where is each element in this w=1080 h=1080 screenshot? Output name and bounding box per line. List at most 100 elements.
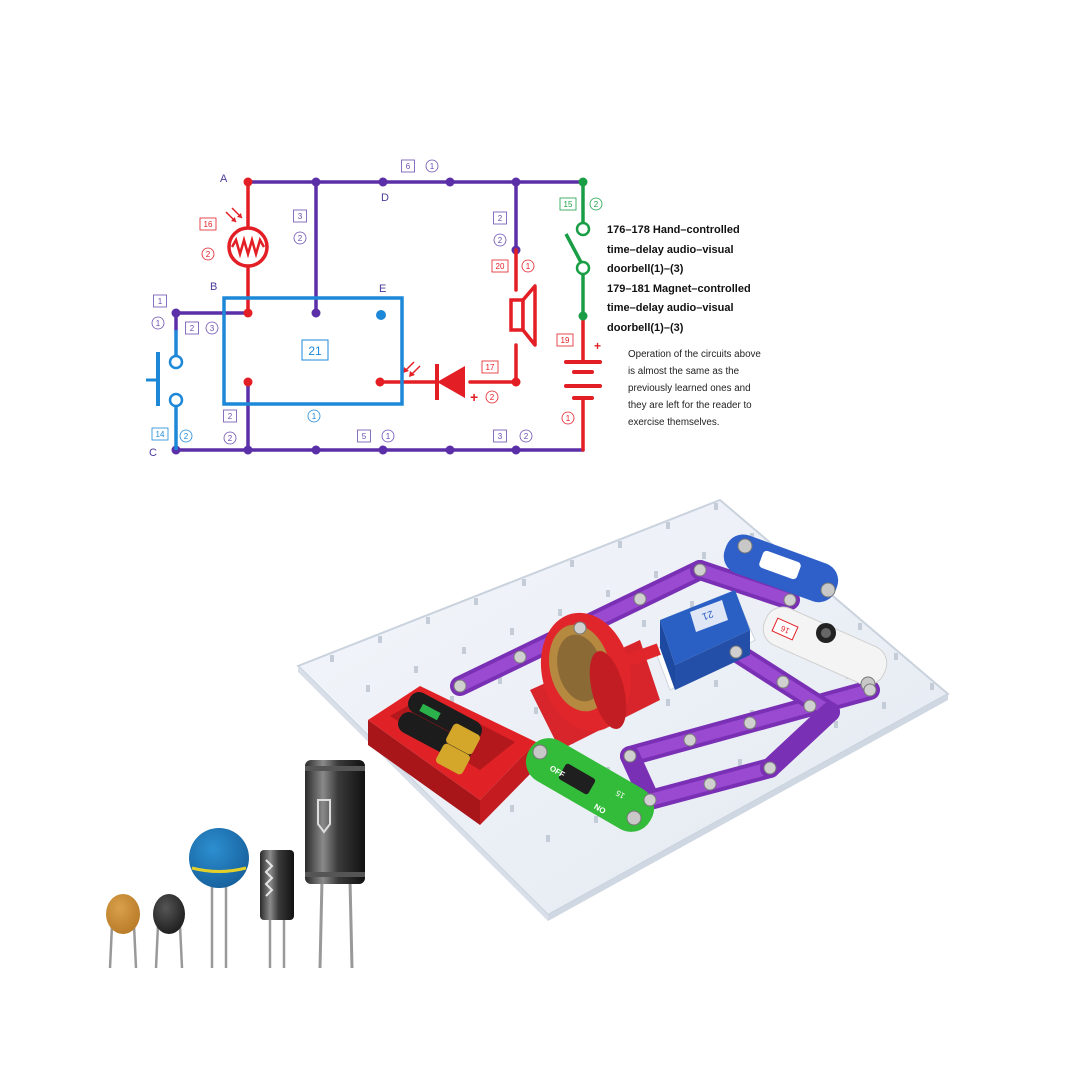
part-tag-text: 2: [228, 434, 233, 443]
part-tag: 15: [559, 197, 577, 211]
part-tag-text: 15: [564, 200, 573, 209]
sensor-module: [762, 606, 888, 692]
switch-icon: [564, 177, 591, 321]
heading-line: doorbell(1)–(3): [607, 263, 684, 275]
base-peg: [750, 533, 754, 540]
capacitor-icon: [106, 894, 140, 969]
part-tag: 6: [401, 159, 415, 173]
part-tag-text: 2: [184, 432, 189, 441]
capacitor-icon: [189, 828, 249, 968]
blue-switch-module: [723, 534, 839, 603]
slide-switch-module: [525, 738, 655, 832]
node-label-a: A: [220, 173, 228, 185]
capacitor-icon: [260, 850, 294, 968]
circuit-heading: 176–178 Hand–controlled time–delay audio…: [607, 221, 797, 338]
node-label-b: B: [210, 281, 217, 293]
base-peg: [714, 503, 718, 510]
part-tag-text: 17: [486, 363, 495, 372]
chip-module-number: 21: [700, 608, 715, 622]
note-line: is almost the same as the: [628, 366, 740, 377]
base-peg: [426, 617, 430, 624]
part-tag-text: 2: [206, 250, 211, 259]
part-tag: 1: [381, 429, 395, 443]
part-tag: 1: [307, 409, 321, 423]
battery-icon: [564, 360, 602, 400]
base-peg: [690, 601, 694, 608]
snap-head: [776, 675, 790, 689]
base-peg: [546, 835, 550, 842]
part-tag: 5: [357, 429, 371, 443]
part-tag-text: 5: [362, 432, 367, 441]
base-peg: [654, 571, 658, 578]
part-tag-text: 1: [156, 319, 161, 328]
part-tag: 3: [493, 429, 507, 443]
part-tag: 3: [293, 209, 307, 223]
base-peg: [510, 628, 514, 635]
photoresistor-icon: [225, 207, 269, 268]
base-peg: [570, 560, 574, 567]
part-tag: 2: [293, 231, 307, 245]
part-tag: 1: [425, 159, 439, 173]
node-label-c: C: [149, 447, 157, 459]
part-tag-text: 2: [490, 393, 495, 402]
note-line: exercise themselves.: [628, 417, 720, 428]
part-tag: 2: [589, 197, 603, 211]
part-tag-text: 20: [496, 262, 505, 271]
part-tag-text: 14: [156, 430, 165, 439]
snap-head: [729, 645, 743, 659]
circuit-note: Operation of the circuits above is almos…: [628, 346, 788, 431]
part-tag: 2: [493, 211, 507, 225]
part-tag-text: 3: [210, 324, 215, 333]
chip-label: 21: [308, 344, 322, 358]
part-tag: 2: [493, 233, 507, 247]
part-tag-text: 2: [594, 200, 599, 209]
base-peg: [594, 816, 598, 823]
snap-head: [763, 761, 777, 775]
speaker-icon: [509, 284, 537, 347]
snap-head: [693, 563, 707, 577]
part-tag: 1: [153, 294, 167, 308]
heading-line: 179–181 Magnet–controlled: [607, 282, 751, 295]
part-tag-text: 3: [298, 212, 303, 221]
snap-head: [623, 749, 637, 763]
snap-head: [743, 716, 757, 730]
part-tag: 2: [185, 321, 199, 335]
base-peg: [666, 699, 670, 706]
heading-line: doorbell(1)–(3): [607, 321, 684, 334]
part-tag-text: 2: [498, 214, 503, 223]
base-peg: [498, 677, 502, 684]
base-peg: [882, 702, 886, 709]
part-tag-text: 3: [498, 432, 503, 441]
sensor-number: 16: [779, 623, 791, 635]
kit-photo: 21 16: [106, 498, 950, 969]
snap-head: [803, 699, 817, 713]
part-tag-text: 1: [386, 432, 391, 441]
snap-head: [573, 621, 587, 635]
note-line: Operation of the circuits above: [628, 349, 761, 360]
blue-wires: [174, 296, 404, 450]
base-peg: [558, 609, 562, 616]
part-tag-text: 16: [204, 220, 213, 229]
diode-plus: +: [470, 389, 478, 405]
node-label-e: E: [379, 283, 386, 295]
part-tag-text: 2: [524, 432, 529, 441]
battery-plus: +: [594, 339, 601, 353]
base-peg: [378, 636, 382, 643]
part-tag-text: 6: [406, 162, 411, 171]
red-wires: [246, 180, 585, 452]
heading-line: time–delay audio–visual: [607, 243, 734, 256]
base-peg: [474, 598, 478, 605]
part-tag: 16: [199, 217, 217, 231]
part-tag-text: 1: [158, 297, 163, 306]
part-tag: 2: [201, 247, 215, 261]
node-label-d: D: [381, 192, 389, 204]
base-peg: [606, 590, 610, 597]
part-tag: 2: [485, 390, 499, 404]
heading-line: 176–178 Hand–controlled: [607, 224, 740, 236]
part-tag-text: 2: [228, 412, 233, 421]
part-tag: 17: [481, 360, 499, 374]
part-tag-text: 1: [566, 414, 571, 423]
